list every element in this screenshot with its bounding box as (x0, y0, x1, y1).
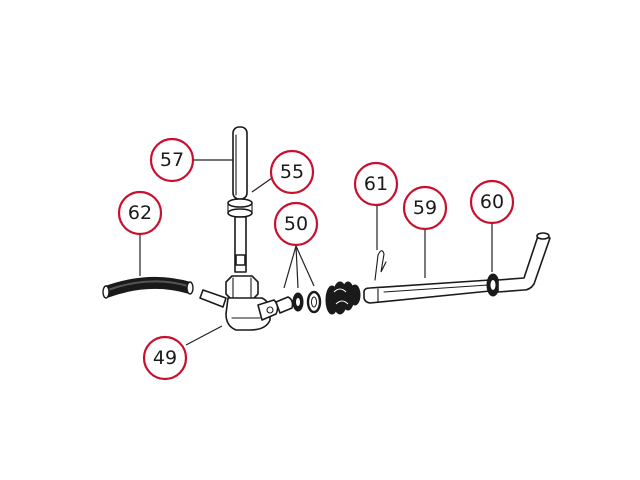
callout-49: 49 (142, 335, 188, 381)
rubber-boot (325, 281, 361, 315)
callout-60: 60 (469, 179, 515, 225)
leader-50b (295, 245, 299, 289)
part-49-valve-body (199, 275, 279, 331)
callout-61: 61 (353, 161, 399, 207)
callout-59: 59 (402, 185, 448, 231)
leader-55 (251, 177, 273, 193)
rod-bent-end (497, 232, 551, 293)
callout-61-label: 61 (364, 173, 388, 195)
callout-57-label: 57 (160, 149, 184, 171)
leader-50c (295, 245, 315, 287)
leader-49 (185, 325, 223, 346)
part-50-valve-seals (275, 290, 322, 314)
valve-stem (234, 216, 247, 273)
callout-59-label: 59 (413, 197, 437, 219)
part-62-fuel-hose (102, 276, 194, 299)
callout-49-label: 49 (153, 347, 177, 369)
callout-55: 55 (269, 149, 315, 195)
callout-62-label: 62 (128, 202, 152, 224)
callout-57: 57 (149, 137, 195, 183)
leader-50a (283, 245, 297, 289)
part-55-washer (227, 198, 253, 218)
callout-50: 50 (273, 201, 319, 247)
part-61-hairpin-clip (374, 250, 387, 281)
callout-50-label: 50 (284, 213, 308, 235)
callout-62: 62 (117, 190, 163, 236)
part-57-pickup-tube (232, 126, 248, 200)
part-59-control-rod (363, 279, 491, 304)
callout-60-label: 60 (480, 191, 504, 213)
callout-55-label: 55 (280, 161, 304, 183)
leader-lines (139, 159, 493, 346)
